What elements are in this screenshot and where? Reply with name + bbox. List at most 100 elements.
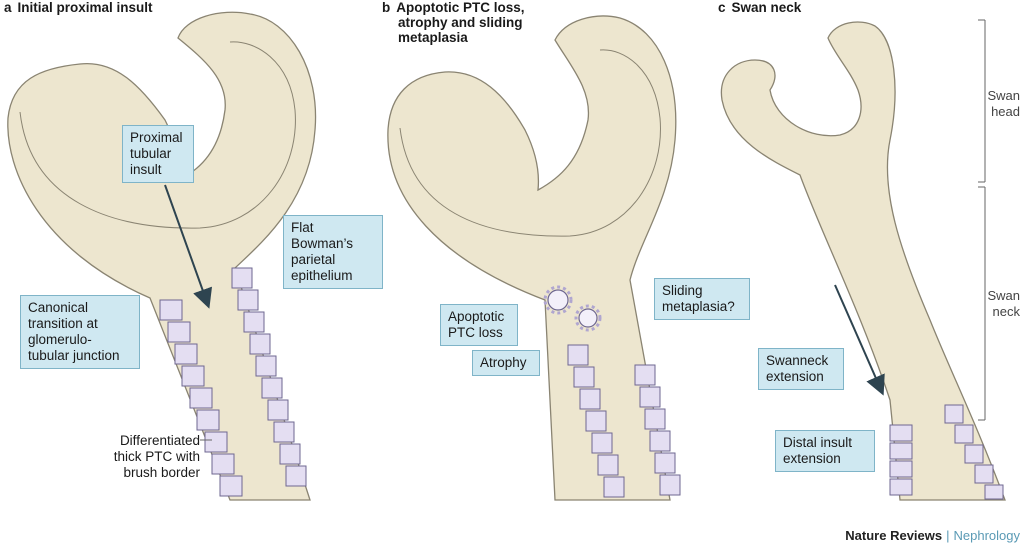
- ptc-cell: [279, 443, 301, 465]
- callout-line: glomerulo-: [28, 332, 92, 347]
- ptc-cell: [267, 399, 289, 421]
- ptc-cell: [285, 465, 307, 487]
- panel-a-inner-lumen: [19, 41, 296, 229]
- callout-line: tubular junction: [28, 348, 120, 363]
- ptc-cell: [573, 366, 595, 388]
- callout-line: extension: [783, 451, 841, 466]
- ptc-cell: [579, 388, 601, 410]
- ptc-cell: [196, 409, 220, 431]
- ptc-cell: [954, 424, 974, 444]
- credit-separator: |: [946, 528, 950, 543]
- ptc-cell: [567, 344, 589, 366]
- ptc-cell: [889, 442, 913, 460]
- swan-head-label: Swan head: [987, 88, 1020, 120]
- apoptotic-loss-callout: Apoptotic PTC loss: [440, 304, 518, 346]
- panel-b-title-line-2: atrophy and sliding: [398, 15, 523, 30]
- side-label-line: Swan: [987, 288, 1020, 303]
- journal-field: Nephrology: [953, 528, 1021, 543]
- side-label-line: head: [991, 104, 1020, 119]
- sliding-metaplasia-callout: Sliding metaplasia?: [654, 278, 750, 320]
- ptc-cell: [603, 476, 625, 498]
- swan-neck-label: Swan neck: [987, 288, 1020, 320]
- ptc-cell: [211, 453, 235, 475]
- callout-line: Flat Bowman’s: [291, 220, 354, 251]
- callout-line: Apoptotic: [448, 309, 505, 324]
- panel-a-title: a Initial proximal insult: [4, 0, 153, 15]
- ptc-cell: [974, 464, 994, 484]
- callout-line: Sliding: [662, 283, 703, 298]
- side-label-line: Swan: [987, 88, 1020, 103]
- panel-c-left-tubule-wall: [889, 424, 913, 496]
- distal-insult-callout: Distal insult extension: [775, 430, 875, 472]
- callout-line: tubular: [130, 146, 172, 161]
- ptc-cell: [585, 410, 607, 432]
- atrophy-callout: Atrophy: [472, 350, 540, 376]
- panel-a-title-text: Initial proximal insult: [17, 0, 153, 15]
- panel-c-title-text: Swan neck: [731, 0, 802, 15]
- panel-b-title-line-3: metaplasia: [398, 30, 468, 45]
- panel-a-left-tubule-wall: [159, 299, 243, 497]
- panel-b-title-line-1: Apoptotic PTC loss,: [396, 0, 525, 15]
- panel-b-title: b Apoptotic PTC loss, atrophy and sliding…: [382, 0, 525, 45]
- journal-name: Nature Reviews: [845, 528, 943, 543]
- panel-b-right-tubule-wall: [634, 364, 681, 496]
- ptc-cell: [639, 386, 661, 408]
- panel-a-bowman-capsule: [7, 11, 317, 501]
- panel-c-title: c Swan neck: [718, 0, 801, 15]
- ptc-cell: [243, 311, 265, 333]
- panel-c-letter: c: [718, 0, 726, 15]
- panel-a-insult-arrow: [164, 184, 213, 309]
- flat-bowman-callout: Flat Bowman’s parietal epithelium: [283, 215, 383, 289]
- ptc-cell: [597, 454, 619, 476]
- callout-line: Swanneck: [766, 353, 829, 368]
- label-line: Differentiated: [119, 433, 200, 448]
- callout-line: extension: [766, 369, 824, 384]
- ptc-cell: [944, 404, 964, 424]
- ptc-cell: [964, 444, 984, 464]
- panel-b-inner-lumen: [399, 49, 661, 237]
- swanneck-extension-callout: Swanneck extension: [758, 348, 844, 390]
- ptc-cell: [249, 333, 271, 355]
- callout-line: parietal: [291, 252, 336, 267]
- ptc-cell: [649, 430, 671, 452]
- ptc-cell: [219, 475, 243, 497]
- panel-b-left-tubule-wall: [567, 344, 625, 498]
- proximal-insult-callout: Proximal tubular insult: [122, 125, 194, 183]
- ptc-cell: [204, 431, 228, 453]
- ptc-cell: [167, 321, 191, 343]
- journal-credit: Nature Reviews|Nephrology: [845, 528, 1020, 543]
- panel-c-illustration: [720, 19, 1006, 501]
- callout-line: metaplasia?: [662, 299, 735, 314]
- ptc-cell: [654, 452, 676, 474]
- panel-a-right-tubule-wall: [231, 267, 307, 487]
- apoptotic-body: [543, 285, 573, 315]
- callout-line: Proximal: [130, 130, 183, 145]
- callout-line: Distal insult: [783, 435, 853, 450]
- ptc-cell: [984, 484, 1004, 500]
- panel-a-illustration: [7, 11, 317, 501]
- ptc-cell: [174, 343, 198, 365]
- ptc-cell: [273, 421, 295, 443]
- apoptotic-body: [574, 304, 602, 332]
- label-line: brush border: [123, 465, 200, 480]
- callout-line: PTC loss: [448, 325, 503, 340]
- panel-b-illustration: [387, 15, 681, 501]
- ptc-cell: [255, 355, 277, 377]
- label-line: thick PTC with: [113, 449, 200, 464]
- ptc-cell: [189, 387, 213, 409]
- ptc-cell: [889, 424, 913, 442]
- canonical-transition-callout: Canonical transition at glomerulo- tubul…: [20, 295, 140, 369]
- ptc-cell: [181, 365, 205, 387]
- panel-c-swanneck-arrow: [834, 284, 885, 396]
- ptc-cell: [261, 377, 283, 399]
- panel-b-bowman-capsule: [387, 15, 677, 501]
- ptc-cell: [644, 408, 666, 430]
- panel-a-letter: a: [4, 0, 12, 15]
- side-label-line: neck: [992, 304, 1020, 319]
- callout-line: Atrophy: [480, 355, 527, 370]
- ptc-cell: [889, 478, 913, 496]
- callout-line: epithelium: [291, 268, 353, 283]
- ptc-cell: [889, 460, 913, 478]
- panel-b-letter: b: [382, 0, 391, 15]
